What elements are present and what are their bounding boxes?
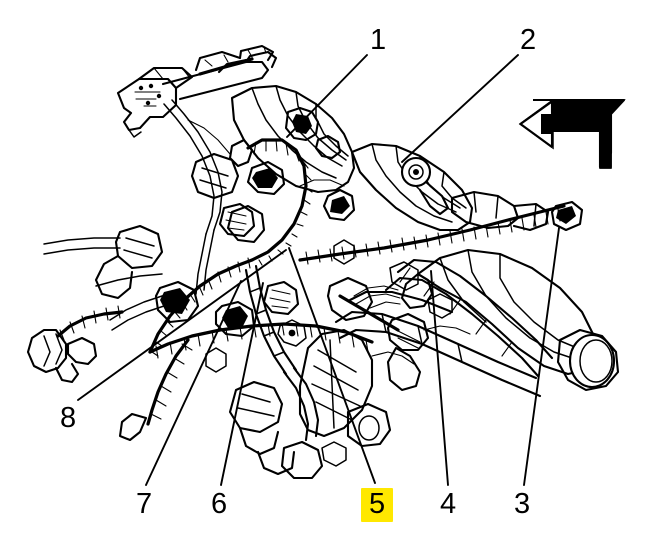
ground-straps [187, 119, 471, 365]
harness-conduit-main [148, 138, 313, 357]
callout-label-7: 7 [136, 488, 153, 520]
callout-leader-1 [286, 54, 368, 138]
frame-bracket-upper-left [116, 66, 194, 138]
callout-label-3: 3 [514, 488, 531, 520]
misc-hardware [205, 188, 453, 467]
callout-leader-6 [220, 282, 264, 486]
harness-branch-left-lower [118, 338, 193, 442]
harness-branch-far-left [26, 305, 124, 384]
callout-leader-8 [77, 249, 287, 401]
callout-leader-5 [288, 247, 376, 484]
callout-label-4: 4 [440, 488, 457, 520]
intake-runner-cluster [350, 142, 550, 232]
vapor-canister [228, 380, 324, 480]
harness-conduit-right-sweep [298, 200, 584, 265]
shock-absorber-link [326, 276, 430, 392]
callout-label-2: 2 [520, 24, 537, 56]
callout-label-8: 8 [60, 402, 77, 434]
harness-retainer-clips [214, 160, 300, 338]
callout-leader-7 [145, 280, 242, 486]
callout-leader-4 [430, 270, 449, 486]
callout-leader-3 [523, 227, 560, 486]
callout-label-1: 1 [370, 24, 387, 56]
fuel-vent-tubes [244, 264, 320, 442]
rear-axle-housing [400, 248, 620, 392]
axle-tube [384, 258, 554, 378]
callout-label-6: 6 [211, 488, 228, 520]
forward-direction-arrow-shape [518, 98, 626, 169]
callout-leader-lines [77, 54, 560, 486]
callout-leader-2 [401, 54, 519, 163]
powertrain-body [228, 84, 356, 194]
upper-crossmember [161, 44, 278, 101]
callout-label-5: 5 [361, 488, 394, 522]
